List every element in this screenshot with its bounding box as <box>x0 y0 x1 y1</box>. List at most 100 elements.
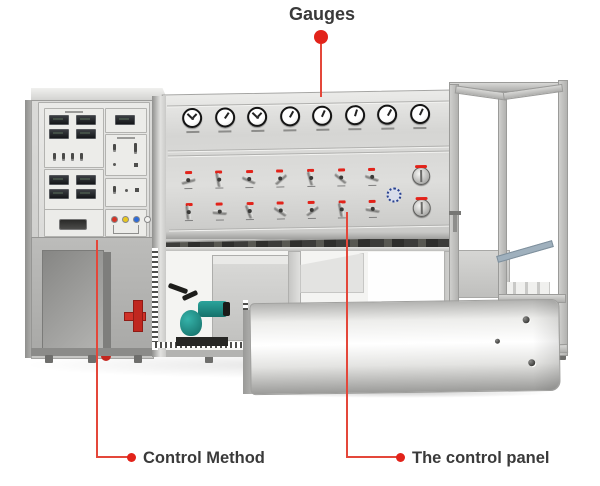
pressure-gauge <box>279 106 301 132</box>
gauge-face <box>312 105 333 126</box>
gauge-face <box>247 106 268 128</box>
indicator-subpanel <box>105 209 151 237</box>
valve-handle <box>239 169 259 189</box>
gauge-caption <box>348 128 362 131</box>
valve-caption <box>246 218 255 221</box>
cabinet-foot <box>134 355 142 363</box>
gauge-needle <box>419 107 424 115</box>
gauge-face <box>409 103 431 125</box>
valve-handle <box>178 171 198 190</box>
panel-under-lip <box>163 232 453 239</box>
pressure-gauge <box>376 104 398 130</box>
valve-caption <box>184 187 193 190</box>
gauges-label: Gauges <box>288 4 356 24</box>
valve-caption <box>215 187 224 189</box>
frame-valve-lever <box>449 211 461 232</box>
gauges-pointer-line <box>320 44 322 97</box>
valve-caption <box>337 184 346 187</box>
valve-handle <box>270 169 290 188</box>
lcd-display-group <box>115 115 137 125</box>
lcd-display <box>49 129 69 139</box>
valve-handle <box>363 199 383 218</box>
toggle-switch <box>134 143 137 152</box>
mid-shelf <box>160 247 452 251</box>
gauge-caption <box>413 126 427 130</box>
cabinet-recess-door <box>42 250 104 352</box>
slot-subpanel <box>44 209 104 237</box>
frame-right-beam <box>558 80 568 356</box>
toggle-switch <box>80 153 83 159</box>
indicator-light <box>111 216 118 223</box>
valve-lever-zone <box>210 172 228 187</box>
pump-motor <box>198 301 230 317</box>
gauge-needle <box>321 109 326 117</box>
toggle-switch <box>62 153 65 159</box>
lcd-display <box>49 175 69 185</box>
valve-handle <box>362 167 382 186</box>
lcd-display <box>49 189 69 199</box>
lcd-display <box>76 189 96 199</box>
gauge-needle <box>224 111 229 118</box>
control-method-panel <box>38 102 151 239</box>
regulator-valve-top <box>412 166 431 186</box>
lcd-display <box>76 129 96 139</box>
valve-caption <box>368 216 377 218</box>
valve-caption <box>306 185 315 188</box>
valve-lever-zone <box>364 202 382 215</box>
gauge-face <box>377 104 398 125</box>
valve-lever-zone <box>332 171 350 184</box>
valve-caption <box>184 219 193 222</box>
lcd-display-group <box>49 115 97 139</box>
indicator-mark <box>135 188 139 192</box>
vessel-bolt-hole <box>522 316 530 324</box>
valve-caption <box>215 218 224 221</box>
pressure-gauge <box>311 105 333 131</box>
gauge-caption <box>250 129 265 133</box>
valve-lever-zone <box>179 173 197 186</box>
gauge-caption <box>316 128 330 131</box>
valve-pivot <box>309 207 314 212</box>
cabinet-recess-shadow <box>103 252 111 348</box>
pressure-gauge <box>181 107 203 134</box>
valve-pivot <box>308 175 313 181</box>
indicator-mark <box>113 163 116 166</box>
valve-lever-zone <box>240 172 258 185</box>
valve-caption <box>338 216 347 219</box>
valve-lever-zone <box>302 203 320 216</box>
valve-pivot <box>186 210 191 215</box>
indicator-mark <box>134 163 138 167</box>
valve-lever-zone <box>271 172 289 185</box>
separator-vessel <box>249 298 561 396</box>
cabinet-base <box>31 348 152 356</box>
main-control-panel <box>161 89 457 243</box>
gauge-row <box>181 103 431 134</box>
valve-pivot <box>186 178 191 183</box>
gauge-needle <box>354 108 358 116</box>
valve-row-2 <box>179 199 383 222</box>
valve-handle <box>271 201 291 220</box>
valve-pivot <box>370 206 375 211</box>
display-subpanel-mid <box>44 169 104 216</box>
lcd-display <box>49 115 69 125</box>
control-panel-pointer-line <box>346 212 348 458</box>
display-subpanel-upper <box>44 108 104 168</box>
pressure-gauge <box>214 107 236 133</box>
lcd-display-group <box>49 175 97 199</box>
toggle-switch <box>53 153 56 159</box>
gauge-face <box>214 107 235 128</box>
valve-pivot <box>217 209 222 214</box>
valve-caption <box>276 217 285 220</box>
valve-handle <box>240 201 260 221</box>
cabinet-foot <box>45 355 53 363</box>
indicator-light-row <box>111 216 151 223</box>
pump-base <box>176 337 228 346</box>
valve-handle <box>331 168 351 187</box>
valve-handle <box>332 200 352 219</box>
valve-handle <box>301 200 321 220</box>
valve-caption <box>307 217 316 220</box>
key-slot <box>59 219 87 230</box>
gear-valve-icon <box>386 187 402 203</box>
valve-lever-zone <box>333 202 351 217</box>
gauge-needle <box>386 108 392 116</box>
gauge-face <box>181 107 203 129</box>
